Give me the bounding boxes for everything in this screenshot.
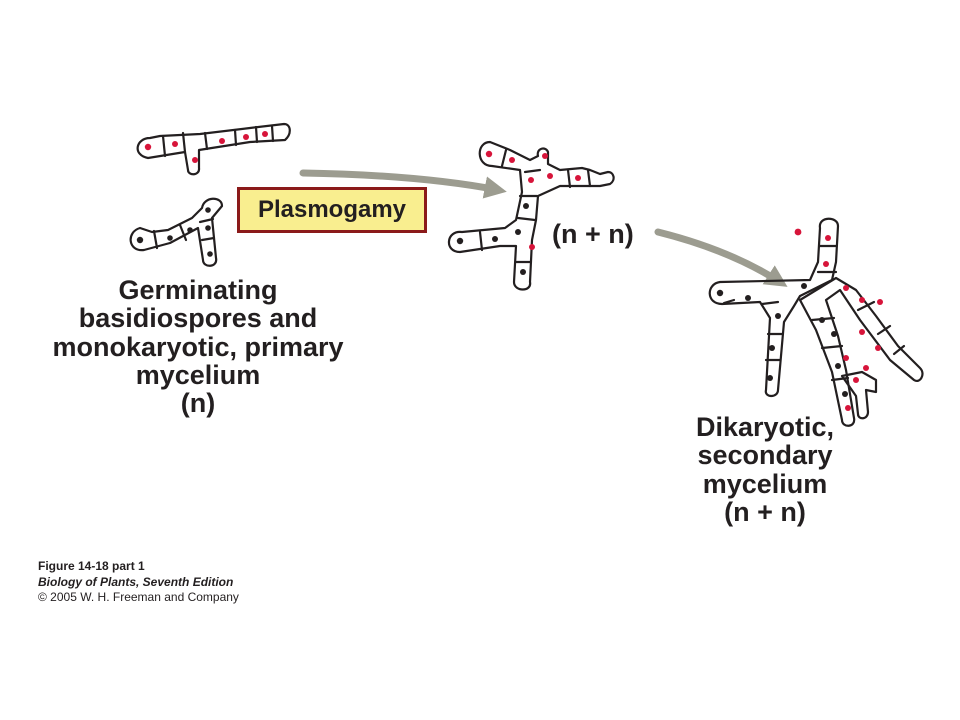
hypha-plasmogamy-fused [447,140,615,291]
dikaryon-ploidy-label: (n + n) [552,219,634,249]
plasmogamy-label-box: Plasmogamy [237,187,427,233]
nuclei-black-bottom-left [136,207,213,257]
copyright-line: © 2005 W. H. Freeman and Company [38,590,239,605]
caption-line: mycelium [702,468,828,499]
secondary-mycelium-caption: Dikaryotic, secondary mycelium (n + n) [655,412,875,528]
caption-line: basidiospores and [78,303,318,334]
hypha-dikaryotic-secondary [708,217,924,427]
caption-line: (n + n) [724,497,806,528]
caption-line: monokaryotic, primary [52,331,344,362]
primary-mycelium-caption: Germinating basidiospores and monokaryot… [20,276,376,418]
caption-line: Germinating [118,275,278,305]
caption-line: mycelium [135,360,261,391]
plasmogamy-label: Plasmogamy [257,196,407,223]
caption-line: secondary [697,440,833,471]
nuclei-red-top-left [144,131,268,163]
hypha-black-monokaryotic [129,197,224,267]
figure-number: Figure 14-18 part 1 [38,559,145,573]
nuclei-middle [456,150,581,275]
arrow-to-dikaryotic [654,228,788,287]
arrow-to-plasmogamy [299,169,507,199]
nuclei-right [716,228,883,411]
figure-credit: Figure 14-18 part 1 Biology of Plants, S… [38,559,239,606]
caption-line: Dikaryotic, [695,412,835,442]
hypha-red-monokaryotic [136,122,291,176]
caption-line: (n) [180,388,216,419]
book-title: Biology of Plants, Seventh Edition [38,574,234,589]
